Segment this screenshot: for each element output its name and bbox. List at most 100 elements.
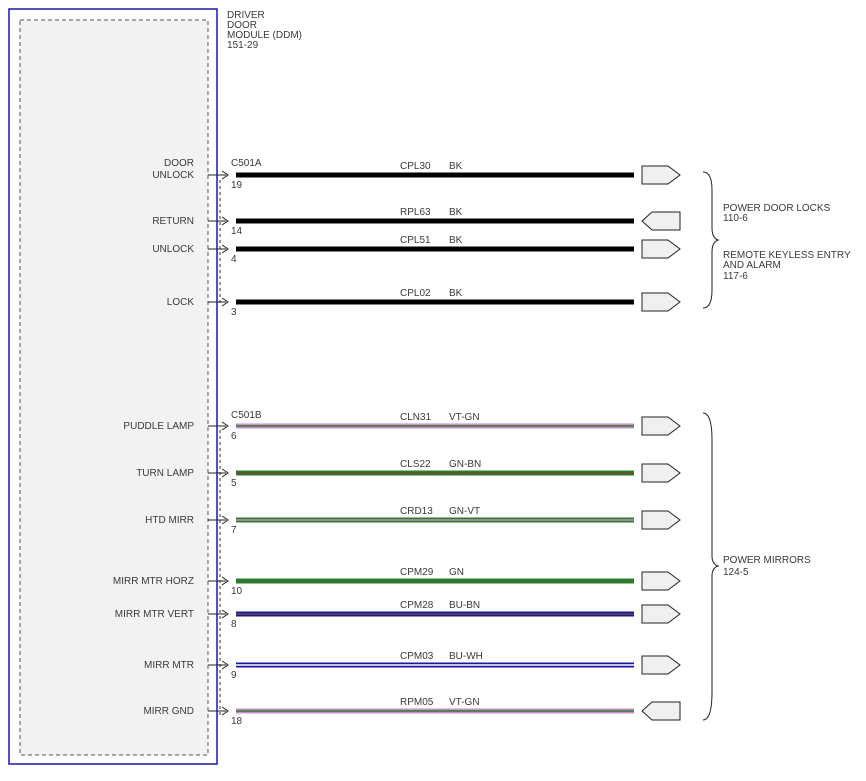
pin-label: UNLOCK — [152, 244, 194, 255]
pin-label: MIRR MTR HORZ — [113, 576, 194, 587]
driver-door-module — [8, 8, 221, 765]
terminal-out-icon — [641, 463, 681, 483]
pin-number: 6 — [231, 431, 237, 442]
pin-number: 7 — [231, 525, 237, 536]
wire-color-code: BK — [449, 161, 463, 172]
wire-color-code: GN — [449, 567, 464, 578]
terminal-out-icon — [641, 165, 681, 185]
wire-color-code: BK — [449, 207, 463, 218]
pin-number: 5 — [231, 478, 237, 489]
connector-c501b-label: C501B — [231, 410, 262, 421]
circuit-row: MIRR MTR 9 CPM03 BU-WH — [144, 651, 681, 681]
circuit-id: RPM05 — [400, 697, 434, 708]
pin-arrow-icon — [221, 244, 229, 254]
reference-remote-keyless-entry: REMOTE KEYLESS ENTRY AND ALARM 117-6 — [723, 250, 851, 282]
pin-label: MIRR MTR VERT — [115, 609, 194, 620]
pin-number: 3 — [231, 307, 237, 318]
terminal-in-icon — [641, 211, 681, 231]
reference-line: REMOTE KEYLESS ENTRY — [723, 250, 851, 261]
pin-arrow-icon — [221, 609, 229, 619]
pin-label: LOCK — [167, 297, 195, 308]
circuit-id: CPM29 — [400, 567, 434, 578]
circuit-id: CRD13 — [400, 506, 433, 517]
circuit-row: MIRR MTR HORZ 10 CPM29 GN — [113, 567, 681, 597]
pin-label: MIRR GND — [143, 706, 194, 717]
connector-c501a-label: C501A — [231, 158, 262, 169]
pin-label: MIRR MTR — [144, 660, 194, 671]
reference-line: 117-6 — [723, 271, 748, 282]
reference-power-door-locks: POWER DOOR LOCKS 110-6 — [723, 203, 831, 224]
pin-label: DOOR — [164, 158, 194, 169]
pin-arrow-icon — [221, 170, 229, 180]
circuit-id: CPM28 — [400, 600, 434, 611]
wire-color-code: BU-WH — [449, 651, 483, 662]
wire-color-code: BK — [449, 235, 463, 246]
pin-label: PUDDLE LAMP — [123, 421, 194, 432]
terminal-out-icon — [641, 655, 681, 675]
circuit-row: PUDDLE LAMP 6 CLN31 VT-GN — [123, 412, 681, 442]
wire-color-code: GN-BN — [449, 459, 481, 470]
wire-color-code: BU-BN — [449, 600, 480, 611]
pin-number: 9 — [231, 670, 237, 681]
circuit-id: CLN31 — [400, 412, 432, 423]
pin-number: 14 — [231, 226, 243, 237]
pin-number: 8 — [231, 619, 237, 630]
pin-number: 19 — [231, 180, 243, 191]
circuit-row: RETURN 14 RPL63 BK — [152, 207, 681, 237]
pin-arrow-icon — [221, 515, 229, 525]
reference-line: POWER MIRRORS — [723, 555, 811, 566]
module-title-line: DRIVER — [227, 10, 265, 21]
module-title-line: DOOR — [227, 20, 257, 31]
pin-arrow-icon — [221, 576, 229, 586]
pin-arrow-icon — [221, 468, 229, 478]
circuit-row: UNLOCK 4 CPL51 BK — [152, 235, 681, 265]
pin-arrow-icon — [221, 421, 229, 431]
wire-color-code: VT-GN — [449, 412, 480, 423]
pin-label: HTD MIRR — [145, 515, 194, 526]
pin-arrow-icon — [221, 706, 229, 716]
circuit-id: RPL63 — [400, 207, 431, 218]
circuit-id: CPL30 — [400, 161, 431, 172]
reference-line: 110-6 — [723, 213, 748, 224]
reference-power-mirrors: POWER MIRRORS 124-5 — [723, 555, 811, 578]
reference-line: 124-5 — [723, 567, 749, 578]
module-border — [8, 8, 218, 765]
pin-arrow-icon — [221, 297, 229, 307]
circuit-id: CLS22 — [400, 459, 431, 470]
module-title-line: MODULE (DDM) — [227, 30, 302, 41]
reference-line: POWER DOOR LOCKS — [723, 203, 831, 214]
terminal-out-icon — [641, 604, 681, 624]
wire-color-code: BK — [449, 288, 463, 299]
circuit-id: CPL51 — [400, 235, 431, 246]
terminal-out-icon — [641, 292, 681, 312]
circuit-row: HTD MIRR 7 CRD13 GN-VT — [145, 506, 681, 536]
pin-label: UNLOCK — [152, 170, 194, 181]
reference-line: AND ALARM — [723, 260, 781, 271]
pin-arrow-icon — [221, 660, 229, 670]
terminal-out-icon — [641, 416, 681, 436]
circuit-row: MIRR MTR VERT 8 CPM28 BU-BN — [115, 600, 681, 630]
terminal-out-icon — [641, 239, 681, 259]
terminal-in-icon — [641, 701, 681, 721]
pin-number: 10 — [231, 586, 243, 597]
brace-door-locks — [702, 171, 720, 309]
wire-color-code: GN-VT — [449, 506, 480, 517]
wire-color-code: VT-GN — [449, 697, 480, 708]
terminal-out-icon — [641, 510, 681, 530]
circuit-row: MIRR GND 18 RPM05 VT-GN — [143, 697, 681, 727]
pin-number: 18 — [231, 716, 243, 727]
module-internal-outline — [19, 19, 209, 756]
pin-number: 4 — [231, 254, 237, 265]
pin-label: TURN LAMP — [136, 468, 194, 479]
circuit-id: CPL02 — [400, 288, 431, 299]
pin-label: RETURN — [152, 216, 194, 227]
circuit-id: CPM03 — [400, 651, 434, 662]
brace-power-mirrors — [702, 412, 720, 721]
module-title: DRIVER DOOR MODULE (DDM) 151-29 — [227, 10, 302, 51]
circuit-row: LOCK 3 CPL02 BK — [167, 288, 681, 318]
terminal-out-icon — [641, 571, 681, 591]
